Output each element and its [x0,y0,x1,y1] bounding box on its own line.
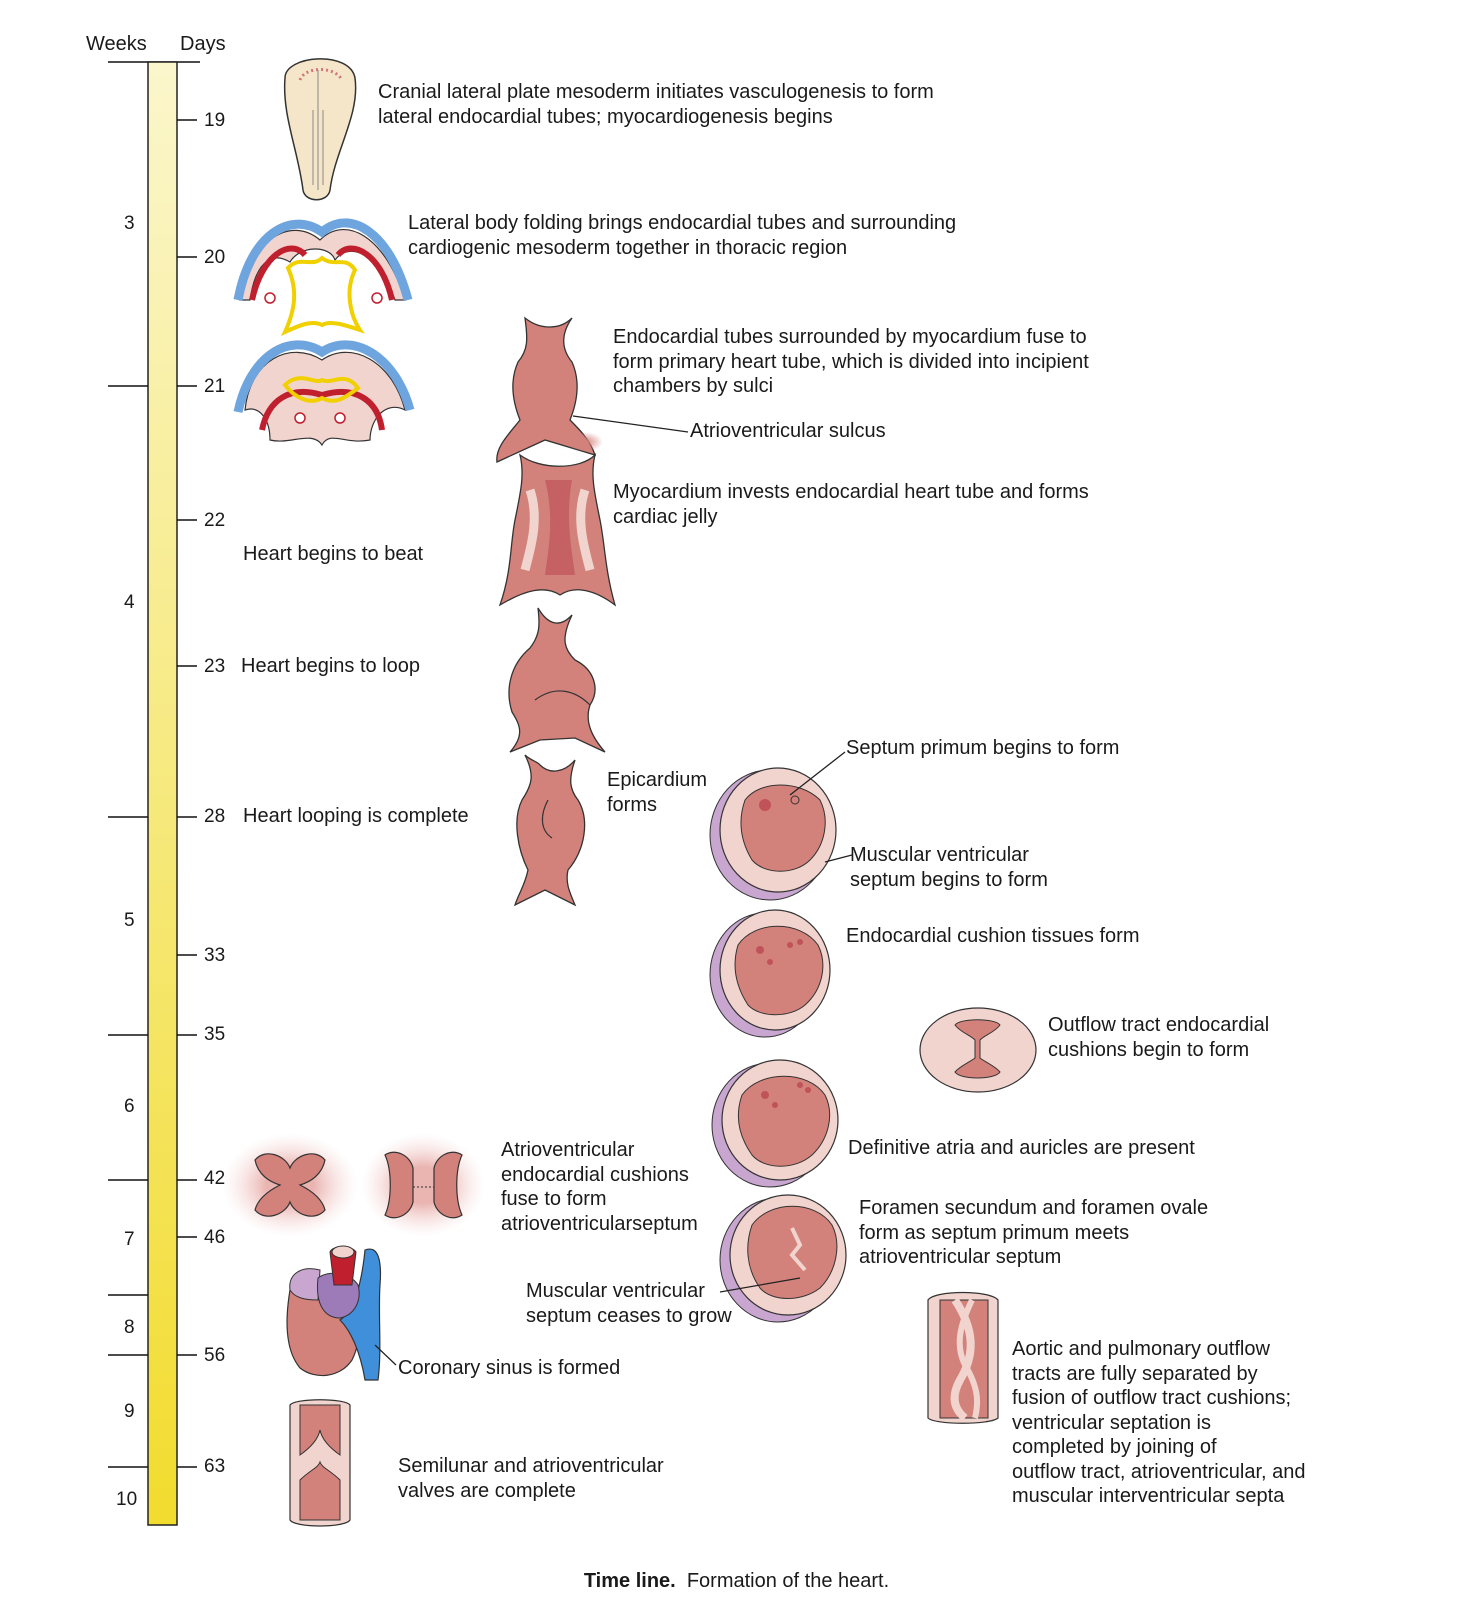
day-19: 19 [204,110,226,131]
label-heart-loops: Heart begins to loop [241,655,421,677]
looped-heart [513,754,586,907]
heart-section-definitive-atria [711,1059,839,1188]
label-septum-primum: Septum primum begins to form [846,737,1120,759]
label-myocardium-invests: Myocardium invests endocardial heart tub… [613,481,1089,528]
lateral-folding-cross-section [233,218,413,337]
semilunar-valve-vessel [289,1399,351,1527]
outflow-tract-section [919,1007,1037,1093]
heart-tube-cardiac-jelly [498,452,617,607]
label-foramen: Foramen secundum and foramen ovale form … [859,1197,1209,1268]
label-muscular-septum-begins: Muscular ventricular septum begins to fo… [850,844,1048,891]
embryo-disc-illustration [283,58,357,201]
primary-heart-tube [496,316,689,463]
day-28: 28 [204,806,226,827]
day-21: 21 [204,376,226,397]
label-aortic-pulmonary: Aortic and pulmonary outflow tracts are … [1012,1338,1306,1507]
week-10: 10 [116,1489,138,1510]
label-outflow-cushions: Outflow tract endocardial cushions begin… [1048,1014,1270,1061]
label-muscular-septum-ceases: Muscular ventricular septum ceases to gr… [526,1280,732,1327]
outflow-tract-separated [927,1291,999,1424]
av-cushions-fused [361,1133,485,1237]
caption-bold: Time line. [583,1570,676,1592]
week-5: 5 [124,910,135,931]
heart-section-cushions [709,909,831,1038]
week-8: 8 [124,1317,135,1338]
week-7: 7 [124,1229,135,1250]
day-22: 22 [204,510,226,531]
week-3: 3 [124,213,135,234]
week-4: 4 [124,592,135,613]
label-epicardium: Epicardium forms [607,769,708,816]
day-33: 33 [204,945,226,966]
day-56: 56 [204,1345,226,1366]
weeks-header: Weeks [86,33,147,55]
label-av-cushions-fuse: Atrioventricular endocardial cushions fu… [501,1139,698,1235]
timeline-bar [147,61,178,1526]
av-cushions-separate [222,1133,358,1237]
day-35: 35 [204,1024,226,1045]
label-cushion-tissues: Endocardial cushion tissues form [846,925,1140,947]
label-tubes-fuse: Endocardial tubes surrounded by myocardi… [613,326,1089,397]
week-9: 9 [124,1401,135,1422]
heart-section-septum-primum [709,751,853,901]
day-63: 63 [204,1456,226,1477]
fused-folding-cross-section [233,340,415,447]
day-46: 46 [204,1227,226,1248]
day-20: 20 [204,247,226,268]
coronary-sinus-heart [286,1245,397,1381]
day-23: 23 [204,656,226,677]
day-42: 42 [204,1168,226,1189]
figure-caption: Time line. Formation of the heart. [0,1570,1473,1593]
label-definitive-atria: Definitive atria and auricles are presen… [848,1137,1195,1159]
caption-text: Formation of the heart. [686,1570,890,1592]
label-looping-complete: Heart looping is complete [243,805,469,827]
heart-section-foramen [719,1194,847,1323]
label-lateral-folding: Lateral body folding brings endocardial … [408,212,957,259]
label-valves-complete: Semilunar and atrioventricular valves ar… [398,1455,664,1502]
label-av-sulcus: Atrioventricular sulcus [690,420,886,442]
label-cranial-mesoderm: Cranial lateral plate mesoderm initiates… [378,81,934,128]
label-heart-beats: Heart begins to beat [243,543,424,565]
days-header: Days [180,33,226,55]
week-6: 6 [124,1096,135,1117]
looping-heart [508,607,606,753]
embryo-illustrations [222,58,1037,1527]
label-coronary-sinus: Coronary sinus is formed [398,1357,621,1379]
